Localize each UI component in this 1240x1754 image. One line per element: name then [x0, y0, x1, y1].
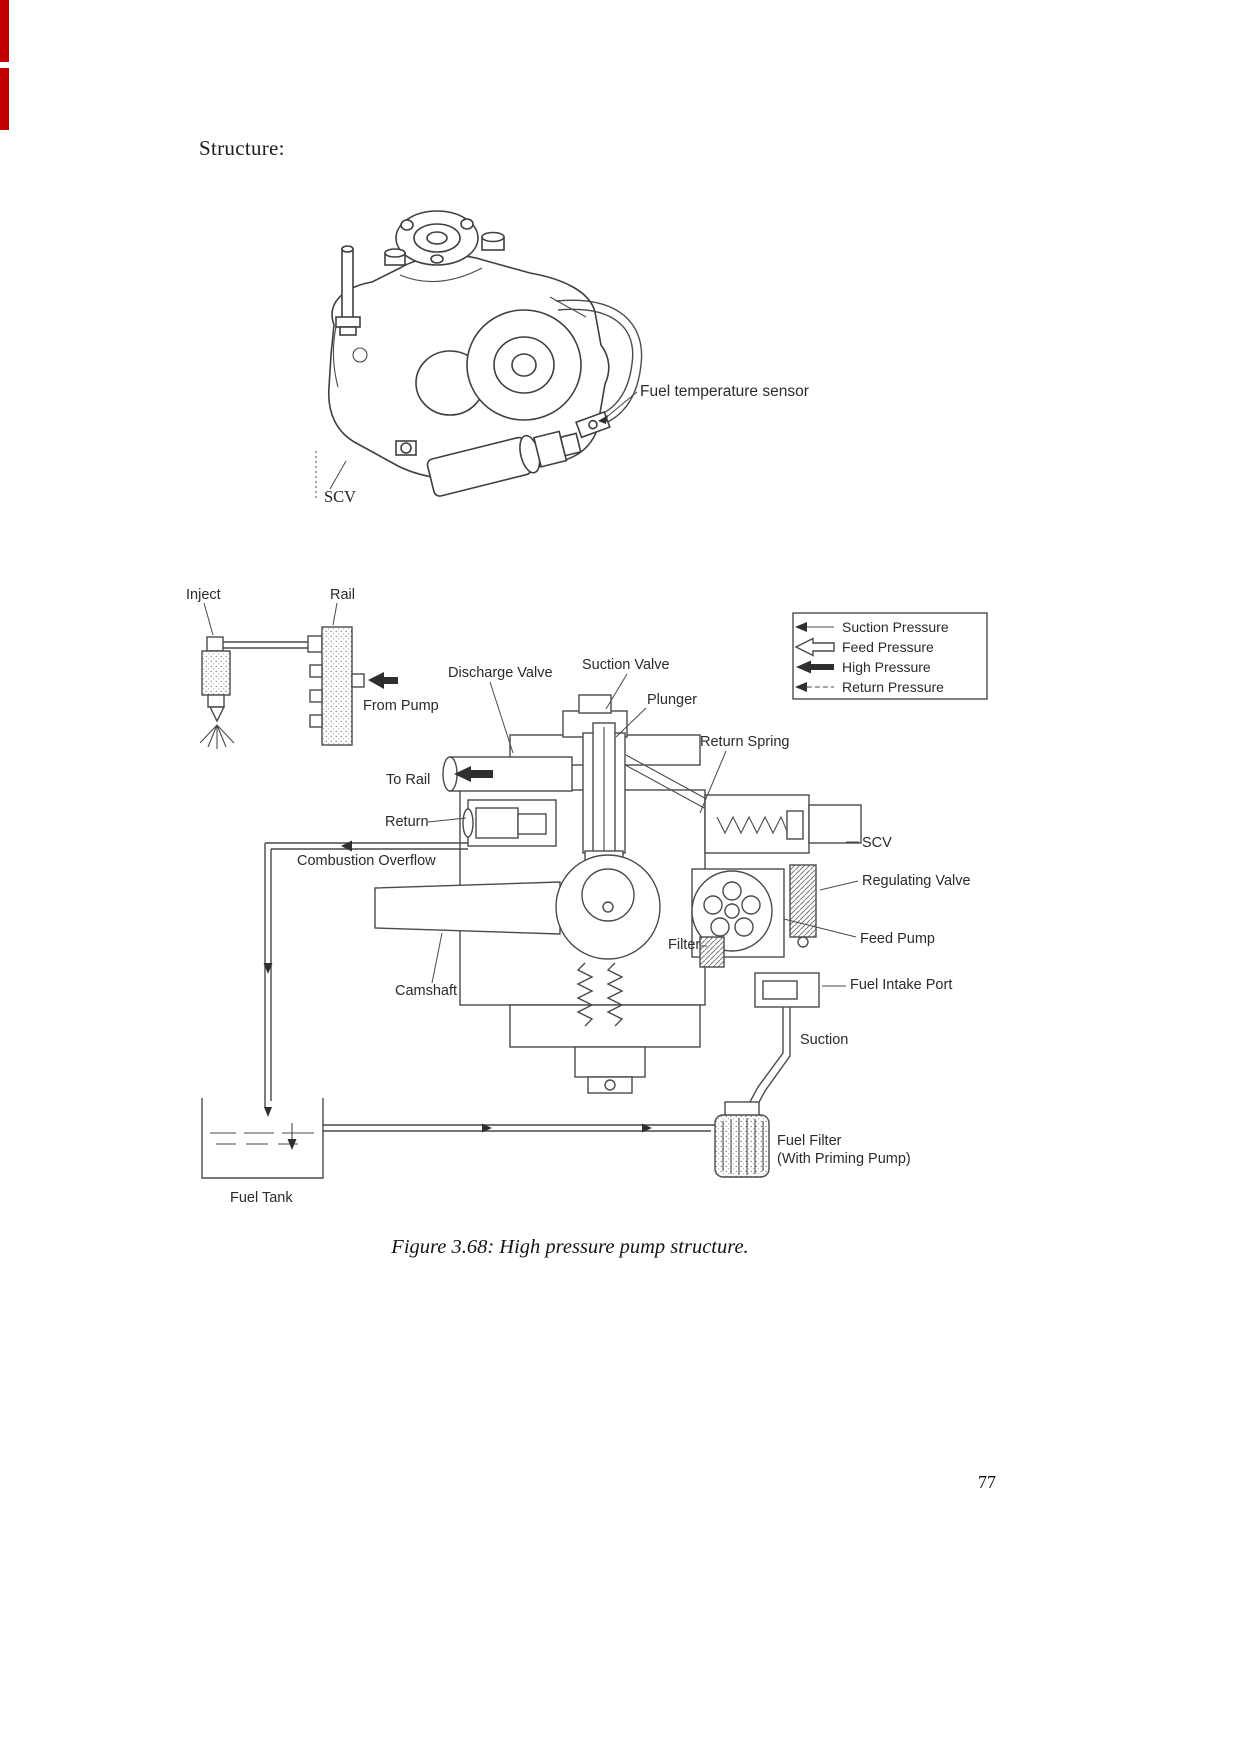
- right-fitting-icon: [481, 231, 505, 251]
- label-fuel-intake-port: Fuel Intake Port: [850, 977, 952, 993]
- label-camshaft: Camshaft: [395, 983, 457, 999]
- regulating-valve-icon: [789, 864, 817, 948]
- scv-callout: SCV: [315, 451, 356, 506]
- fuel-temp-sensor-icon: [575, 410, 611, 439]
- scan-artifact-red-bar: [0, 68, 9, 130]
- discharge-valve-icon: [442, 756, 573, 792]
- pump-schematic: Inject Rail From Pump Suction Pressure: [186, 587, 988, 1206]
- left-fitting-icon: [384, 248, 406, 266]
- figure-caption: Figure 3.68: High pressure pump structur…: [391, 1236, 749, 1258]
- small-valve-icon: [395, 440, 417, 456]
- suction-pipe: [743, 1007, 791, 1118]
- pump-body-icon: [327, 254, 610, 481]
- return-pipe: [263, 840, 468, 1117]
- return-fitting-icon: [462, 799, 557, 847]
- label-rail: Rail: [330, 587, 355, 603]
- legend-return-arrow-icon: [795, 682, 834, 692]
- label-combustion-overflow: Combustion Overflow: [297, 853, 436, 869]
- feed-pump-icon: [691, 868, 785, 958]
- inlet-pipe-icon: [335, 245, 361, 336]
- pump-illustration: Fuel temperature sensor SCV: [315, 210, 809, 506]
- spring-icon: [606, 962, 624, 1027]
- scv-icon: [704, 794, 862, 854]
- legend-suction-arrow-icon: [795, 622, 834, 632]
- from-pump-arrow-icon: [368, 672, 398, 689]
- spring-icon: [576, 962, 594, 1027]
- label-suction: Suction: [800, 1032, 848, 1048]
- label-return-spring: Return Spring: [700, 734, 789, 750]
- label-suction-valve: Suction Valve: [582, 657, 670, 673]
- label-fuel-filter-sub: (With Priming Pump): [777, 1151, 911, 1167]
- legend-item-feed: Feed Pressure: [842, 639, 934, 655]
- label-discharge-valve: Discharge Valve: [448, 665, 553, 681]
- label-inject: Inject: [186, 587, 221, 603]
- label-plunger: Plunger: [647, 692, 697, 708]
- pump-cross-section: [374, 694, 862, 1094]
- injector-icon: [199, 602, 235, 749]
- legend-item-return: Return Pressure: [842, 679, 944, 695]
- label-fuel-temp-sensor: Fuel temperature sensor: [640, 383, 809, 400]
- legend-item-high: High Pressure: [842, 659, 931, 675]
- camshaft-icon: [374, 881, 561, 935]
- label-fuel-tank: Fuel Tank: [230, 1190, 293, 1206]
- label-return: Return: [385, 814, 429, 830]
- fuel-line-loop-icon: [555, 299, 643, 427]
- label-to-rail: To Rail: [386, 772, 430, 788]
- legend-item-suction: Suction Pressure: [842, 619, 949, 635]
- top-flange-icon: [395, 210, 479, 266]
- legend: Suction Pressure Feed Pressure High Pres…: [792, 612, 988, 700]
- label-scv-illustration: SCV: [324, 487, 356, 506]
- rail-icon: [223, 602, 398, 746]
- fuel-tank-icon: [201, 1098, 324, 1179]
- label-filter: Filter: [668, 937, 700, 953]
- fuel-temp-sensor-callout: Fuel temperature sensor: [598, 383, 809, 424]
- scan-artifact-red-bar: [0, 0, 9, 62]
- label-regulating-valve: Regulating Valve: [862, 873, 971, 889]
- tank-to-filter-pipe: [323, 1123, 715, 1133]
- label-from-pump: From Pump: [363, 698, 439, 714]
- filter-icon: [699, 936, 725, 968]
- label-feed-pump: Feed Pump: [860, 931, 935, 947]
- section-heading: Structure:: [199, 136, 285, 160]
- to-rail-arrow-icon: [454, 766, 493, 782]
- page-number: 77: [978, 1472, 996, 1492]
- legend-high-arrow-icon: [796, 660, 834, 674]
- fuel-intake-port-icon: [754, 972, 820, 1008]
- label-fuel-filter: Fuel Filter: [777, 1133, 842, 1149]
- fuel-filter-icon: [714, 1101, 770, 1178]
- legend-feed-arrow-icon: [794, 637, 835, 657]
- bottom-cylinder-icon: [426, 430, 582, 497]
- label-scv: SCV: [862, 835, 892, 851]
